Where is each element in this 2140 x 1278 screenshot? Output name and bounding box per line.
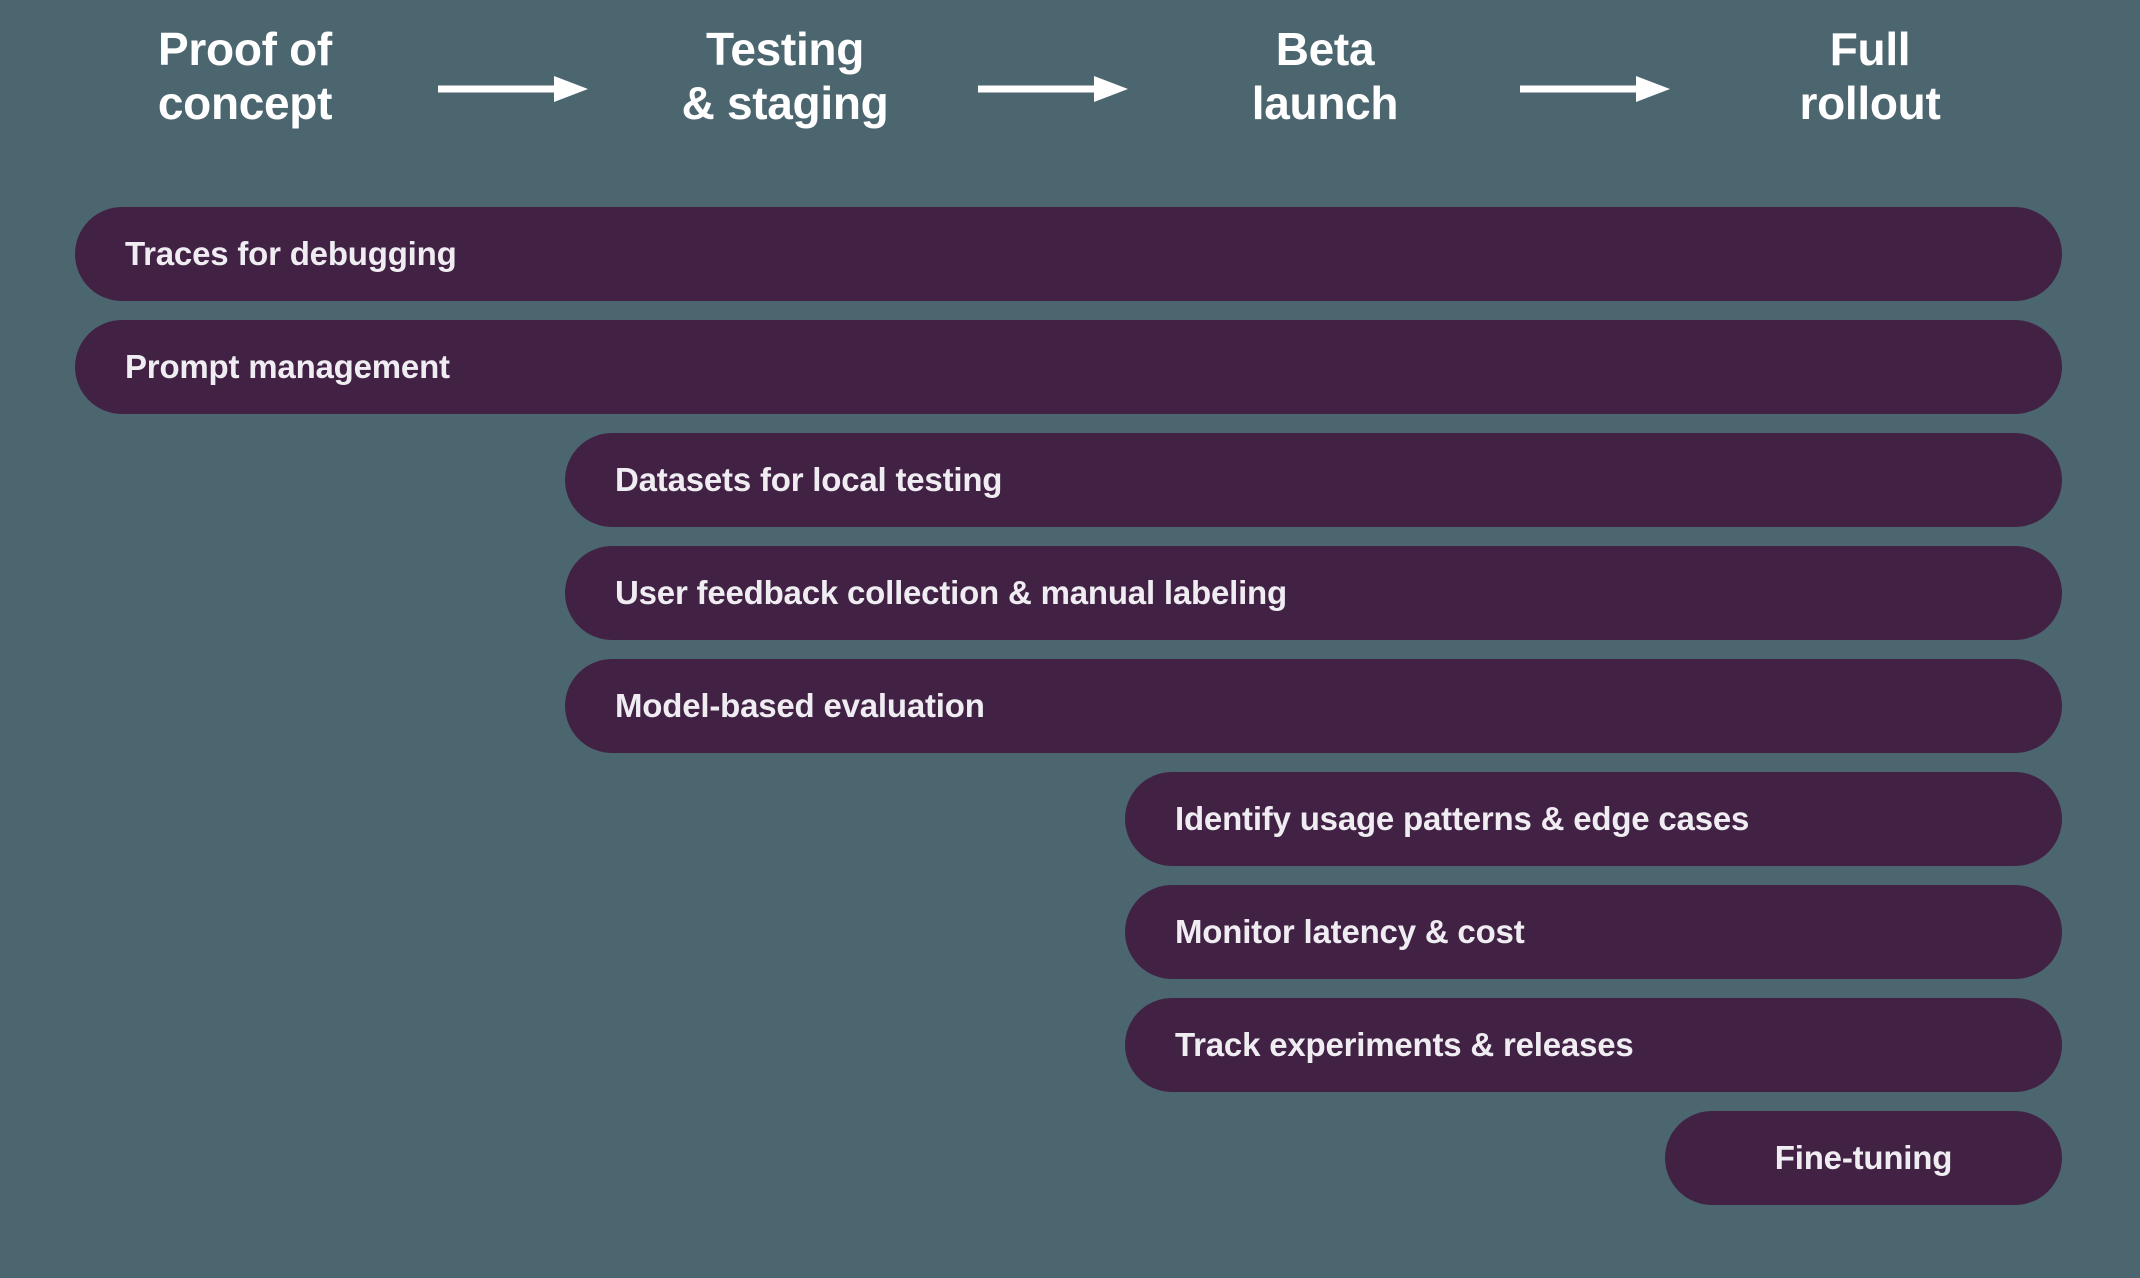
capability-bar-label: Track experiments & releases — [1175, 1026, 1634, 1063]
arrow-right-icon — [1520, 76, 1670, 102]
capability-bar-label: Datasets for local testing — [615, 461, 1003, 498]
capability-bar[interactable]: Identify usage patterns & edge cases — [1125, 772, 2062, 866]
capability-bar-label: Monitor latency & cost — [1175, 913, 1525, 950]
phase-header-row: Proof of concept Testing & staging Beta … — [0, 0, 2140, 180]
capability-bar-label: Identify usage patterns & edge cases — [1175, 800, 1750, 837]
phase-label-proof-of-concept: Proof of concept — [157, 23, 333, 130]
capability-bar[interactable]: Fine-tuning — [1665, 1111, 2062, 1205]
capability-bar-label: User feedback collection & manual labeli… — [615, 574, 1287, 611]
capability-bar-label: Prompt management — [125, 348, 450, 385]
capability-bar[interactable]: Prompt management — [75, 320, 2062, 414]
arrow-right-icon — [438, 76, 588, 102]
capability-bar[interactable]: User feedback collection & manual labeli… — [565, 546, 2062, 640]
capability-bar[interactable]: Model-based evaluation — [565, 659, 2062, 753]
capability-bar-label: Fine-tuning — [1774, 1139, 1953, 1176]
capability-bar-label: Model-based evaluation — [615, 687, 985, 724]
phase-label-testing-and-staging: Testing & staging — [681, 23, 889, 130]
capability-bar-label: Traces for debugging — [125, 235, 457, 272]
capability-bar[interactable]: Datasets for local testing — [565, 433, 2062, 527]
capability-bar[interactable]: Track experiments & releases — [1125, 998, 2062, 1092]
capability-bar[interactable]: Traces for debugging — [75, 207, 2062, 301]
phase-label-full-rollout: Full rollout — [1799, 23, 1941, 130]
capability-bar[interactable]: Monitor latency & cost — [1125, 885, 2062, 979]
arrow-right-icon — [978, 76, 1128, 102]
phase-label-beta-launch: Beta launch — [1251, 23, 1399, 130]
